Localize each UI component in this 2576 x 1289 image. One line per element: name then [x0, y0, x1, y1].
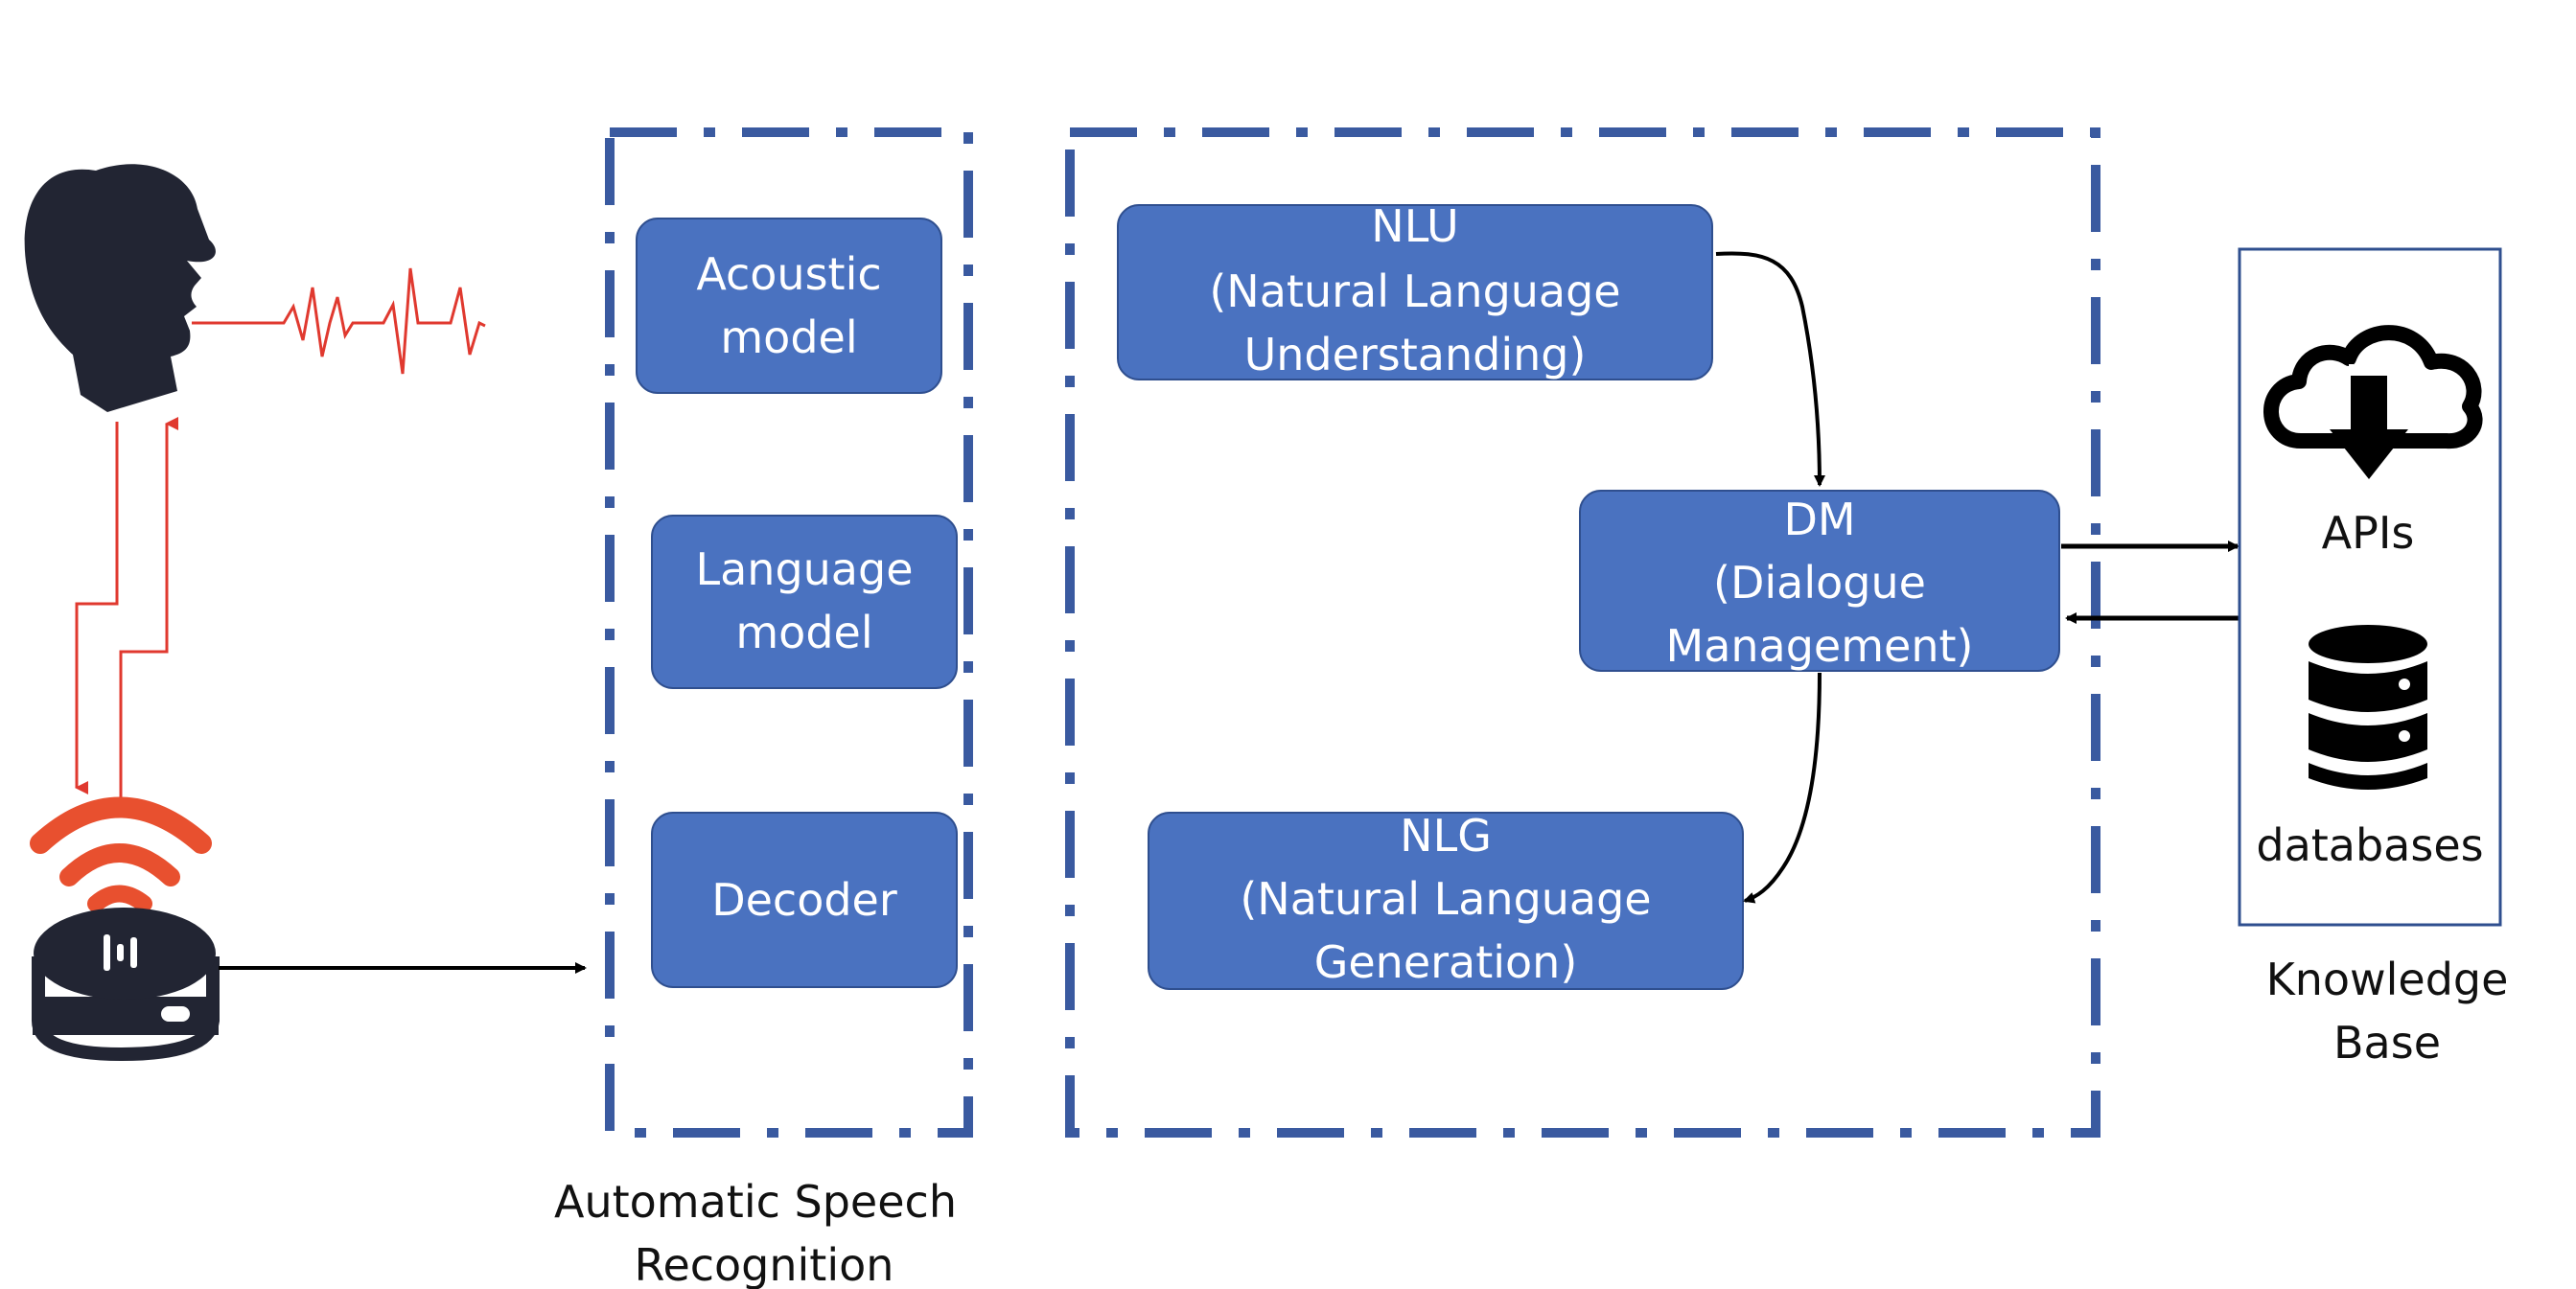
dialogue-frame	[1065, 127, 2100, 1138]
asr-caption-line2: Recognition	[635, 1239, 894, 1289]
smart-speaker-icon	[30, 796, 220, 1062]
head-speaker-signal-lines	[75, 417, 178, 800]
nlu-to-dm-arrow	[1715, 251, 1825, 487]
database-icon	[2309, 625, 2427, 790]
asr-caption-line1: Automatic Speech	[554, 1176, 957, 1228]
nlg-line2: (Natural Language	[1240, 873, 1651, 925]
acoustic-model-box: Acoustic model	[636, 218, 942, 394]
nlu-line3: Understanding)	[1244, 329, 1587, 380]
nlg-box: NLG (Natural Language Generation)	[1148, 810, 1744, 990]
acoustic-model-line1: Acoustic	[696, 248, 881, 300]
databases-label: databases	[2256, 819, 2483, 871]
nlu-box: NLU (Natural Language Understanding)	[1117, 200, 1713, 380]
dm-line3: Management)	[1666, 620, 1974, 672]
asr-frame	[605, 127, 973, 1138]
nlu-line2: (Natural Language	[1209, 265, 1620, 317]
dm-line2: (Dialogue	[1713, 557, 1926, 609]
dm-box: DM (Dialogue Management)	[1579, 490, 2060, 672]
speaking-head-icon	[24, 164, 216, 412]
sound-wave-icon	[192, 267, 486, 375]
nlg-line3: Generation)	[1314, 936, 1578, 988]
apis-label: APIs	[2322, 507, 2415, 559]
language-model-box: Language model	[651, 515, 958, 689]
language-model-line1: Language	[695, 543, 913, 595]
language-model-line2: model	[735, 607, 872, 658]
acoustic-model-line2: model	[720, 311, 857, 363]
knowledge-base-caption-line1: Knowledge	[2266, 954, 2509, 1005]
knowledge-base-caption-line2: Base	[2333, 1017, 2441, 1069]
cloud-download-icon	[2263, 325, 2483, 479]
decoder-label: Decoder	[711, 874, 897, 926]
dm-to-nlg-arrow	[1743, 672, 1822, 904]
dm-line1: DM	[1783, 494, 1855, 545]
nlg-line1: NLG	[1400, 810, 1492, 862]
nlu-line1: NLU	[1371, 200, 1458, 252]
decoder-box: Decoder	[651, 812, 958, 988]
